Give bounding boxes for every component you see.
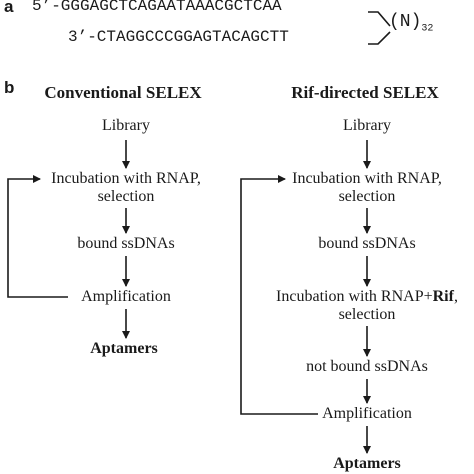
panel-a-label: a xyxy=(4,0,14,16)
left-aptamers: Aptamers xyxy=(90,340,158,357)
dna-strand-top: 5’-GGGAGCTCAGAATAAACGCTCAA xyxy=(32,0,282,15)
right-library: Library xyxy=(343,117,391,134)
left-feedback-loop xyxy=(7,175,68,298)
loop-region: (N)32 xyxy=(389,12,433,35)
left-selection: selection xyxy=(97,188,155,205)
right-incubation-rif: Incubation with RNAP+Rif, xyxy=(276,288,458,306)
rif-label: Rif xyxy=(432,288,454,305)
hairpin-bottom-connector xyxy=(368,31,391,45)
right-selection-2: selection xyxy=(338,306,396,323)
right-feedback-loop xyxy=(240,175,318,415)
right-amplification: Amplification xyxy=(322,405,412,422)
right-bound-ssdnas: bound ssDNAs xyxy=(318,235,416,252)
left-title: Conventional SELEX xyxy=(44,83,202,102)
left-bound-ssdnas: bound ssDNAs xyxy=(77,235,175,252)
left-amplification: Amplification xyxy=(81,288,171,305)
right-incubation: Incubation with RNAP, xyxy=(292,170,442,187)
right-aptamers: Aptamers xyxy=(333,455,401,472)
panel-b-label: b xyxy=(4,78,15,97)
left-incubation: Incubation with RNAP, xyxy=(51,170,201,187)
dna-strand-bottom: 3’-CTAGGCCCGGAGTACAGCTT xyxy=(68,28,289,46)
loop-subscript: 32 xyxy=(421,23,434,35)
loop-label: (N) xyxy=(389,12,422,32)
right-selection: selection xyxy=(338,188,396,205)
right-incubation-rif-suffix: , xyxy=(453,288,458,305)
left-library: Library xyxy=(102,117,150,134)
right-incubation-rif-prefix: Incubation with RNAP+ xyxy=(276,288,433,305)
right-title: Rif-directed SELEX xyxy=(291,83,439,102)
hairpin-top-connector xyxy=(368,11,391,27)
right-not-bound-ssdnas: not bound ssDNAs xyxy=(306,358,428,375)
